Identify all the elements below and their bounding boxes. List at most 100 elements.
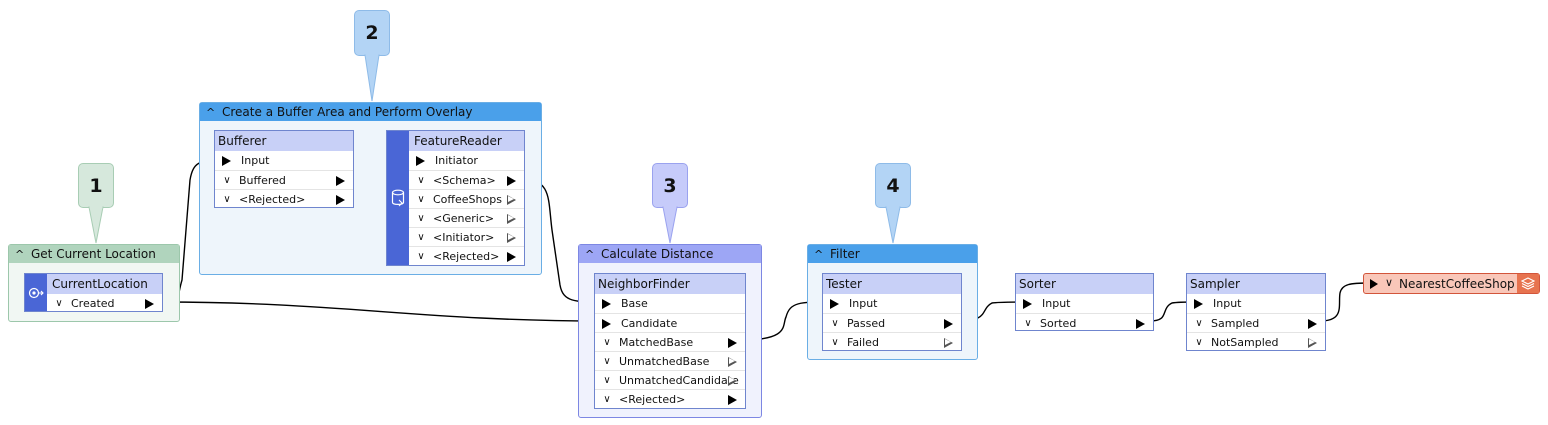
transformer-title[interactable]: Bufferer: [215, 131, 353, 151]
output-port-arrow-icon: [728, 375, 737, 386]
annotation-bubble-1[interactable]: 1: [78, 163, 114, 208]
chevron-down-icon[interactable]: ∨: [417, 175, 425, 186]
collapse-caret-icon[interactable]: ^: [814, 247, 824, 261]
collapse-caret-icon[interactable]: ^: [206, 105, 216, 119]
output-port[interactable]: ∨ Passed: [823, 313, 961, 333]
chevron-down-icon[interactable]: ∨: [417, 251, 425, 262]
output-port-arrow-icon: [507, 175, 516, 186]
input-port[interactable]: Input: [1016, 294, 1153, 313]
bookmark-header[interactable]: ^ Get Current Location: [9, 245, 179, 263]
transformer-title[interactable]: FeatureReader: [409, 131, 524, 151]
input-port[interactable]: Input: [215, 151, 353, 170]
input-port[interactable]: Candidate: [595, 313, 745, 333]
transformer-featurereader[interactable]: FeatureReader Initiator ∨ <Schema> ∨ Cof…: [386, 130, 525, 266]
chevron-down-icon[interactable]: ∨: [55, 298, 63, 309]
writer-name: NearestCoffeeShop: [1399, 277, 1515, 291]
layers-icon: [1517, 274, 1539, 293]
output-port[interactable]: ∨ Sorted: [1016, 313, 1153, 333]
output-port-arrow-icon: [336, 175, 345, 186]
output-port[interactable]: ∨ UnmatchedCandidate: [595, 370, 745, 390]
input-port-arrow-icon: [222, 155, 231, 166]
bookmark-header[interactable]: ^ Filter: [808, 245, 977, 263]
transformer-title[interactable]: Sorter: [1016, 274, 1153, 294]
chevron-down-icon[interactable]: ∨: [1195, 318, 1203, 329]
bubble-pointer: [88, 206, 104, 244]
output-port[interactable]: ∨ <Generic>: [409, 208, 524, 228]
output-port[interactable]: ∨ CoffeeShops: [409, 189, 524, 209]
bookmark-header[interactable]: ^ Create a Buffer Area and Perform Overl…: [200, 103, 541, 121]
input-port[interactable]: Base: [595, 294, 745, 313]
chevron-down-icon[interactable]: ∨: [1385, 276, 1394, 289]
chevron-down-icon[interactable]: ∨: [603, 394, 611, 405]
output-port[interactable]: ∨ Failed: [823, 332, 961, 352]
output-port[interactable]: ∨ <Schema>: [409, 170, 524, 190]
output-port-arrow-icon: [1136, 318, 1145, 329]
output-port-arrow-icon: [728, 394, 737, 405]
transformer-tester[interactable]: Tester Input ∨ Passed ∨ Failed: [822, 273, 962, 351]
input-port[interactable]: Input: [823, 294, 961, 313]
output-port[interactable]: ∨ Created: [47, 294, 162, 313]
input-port-arrow-icon: [1023, 298, 1032, 309]
transformer-sorter[interactable]: Sorter Input ∨ Sorted: [1015, 273, 1154, 331]
bubble-pointer: [885, 206, 901, 244]
chevron-down-icon[interactable]: ∨: [831, 337, 839, 348]
annotation-bubble-3[interactable]: 3: [652, 163, 688, 208]
output-port[interactable]: ∨ <Rejected>: [409, 246, 524, 266]
output-port-arrow-icon: [728, 356, 737, 367]
input-port-arrow-icon: [602, 318, 611, 329]
chevron-down-icon[interactable]: ∨: [603, 375, 611, 386]
bubble-pointer: [364, 54, 380, 102]
chevron-down-icon[interactable]: ∨: [1195, 337, 1203, 348]
output-port[interactable]: ∨ NotSampled: [1187, 332, 1325, 352]
location-icon: [25, 274, 47, 311]
writer-feature-type[interactable]: ∨ NearestCoffeeShop: [1363, 273, 1540, 294]
output-port[interactable]: ∨ <Rejected>: [595, 389, 745, 409]
input-port[interactable]: Input: [1187, 294, 1325, 313]
input-port-arrow-icon: [416, 155, 425, 166]
output-port[interactable]: ∨ MatchedBase: [595, 332, 745, 352]
annotation-bubble-2[interactable]: 2: [354, 10, 390, 56]
transformer-sampler[interactable]: Sampler Input ∨ Sampled ∨ NotSampled: [1186, 273, 1326, 351]
input-port-arrow-icon: [1194, 298, 1203, 309]
chevron-down-icon[interactable]: ∨: [223, 175, 231, 186]
chevron-down-icon[interactable]: ∨: [831, 318, 839, 329]
transformer-neighborfinder[interactable]: NeighborFinder Base Candidate ∨ MatchedB…: [594, 273, 746, 409]
input-port[interactable]: Initiator: [409, 151, 524, 170]
output-port[interactable]: ∨ <Rejected>: [215, 189, 353, 209]
connection-sampled-to-writer: [1319, 282, 1371, 322]
output-port[interactable]: ∨ <Initiator>: [409, 227, 524, 247]
connection-created-to-candidate: [161, 301, 603, 322]
writer-input-arrow-icon: [1370, 279, 1378, 289]
collapse-caret-icon[interactable]: ^: [15, 247, 25, 261]
transformer-title[interactable]: Sampler: [1187, 274, 1325, 294]
chevron-down-icon[interactable]: ∨: [417, 213, 425, 224]
chevron-down-icon[interactable]: ∨: [417, 194, 425, 205]
annotation-bubble-4[interactable]: 4: [875, 163, 911, 208]
output-port[interactable]: ∨ Sampled: [1187, 313, 1325, 333]
output-port-arrow-icon: [507, 194, 516, 205]
chevron-down-icon[interactable]: ∨: [417, 232, 425, 243]
output-port[interactable]: ∨ Buffered: [215, 170, 353, 190]
chevron-down-icon[interactable]: ∨: [223, 194, 231, 205]
output-port-arrow-icon: [728, 337, 737, 348]
transformer-title[interactable]: NeighborFinder: [595, 274, 745, 294]
chevron-down-icon[interactable]: ∨: [603, 337, 611, 348]
transformer-currentlocation[interactable]: CurrentLocation ∨ Created: [24, 273, 163, 312]
output-port-arrow-icon: [507, 213, 516, 224]
output-port-arrow-icon: [944, 318, 953, 329]
output-port-arrow-icon: [944, 337, 953, 348]
output-port-arrow-icon: [507, 251, 516, 262]
chevron-down-icon[interactable]: ∨: [1024, 318, 1032, 329]
collapse-caret-icon[interactable]: ^: [585, 247, 595, 261]
transformer-title[interactable]: CurrentLocation: [47, 274, 162, 294]
transformer-bufferer[interactable]: Bufferer Input ∨ Buffered ∨ <Rejected>: [214, 130, 354, 208]
chevron-down-icon[interactable]: ∨: [603, 356, 611, 367]
bookmark-header[interactable]: ^ Calculate Distance: [579, 245, 761, 263]
output-port-arrow-icon: [1308, 318, 1317, 329]
transformer-title[interactable]: Tester: [823, 274, 961, 294]
output-port-arrow-icon: [336, 194, 345, 205]
output-port-arrow-icon: [145, 298, 154, 309]
output-port[interactable]: ∨ UnmatchedBase: [595, 351, 745, 371]
output-port-arrow-icon: [1308, 337, 1317, 348]
output-port-arrow-icon: [507, 232, 516, 243]
